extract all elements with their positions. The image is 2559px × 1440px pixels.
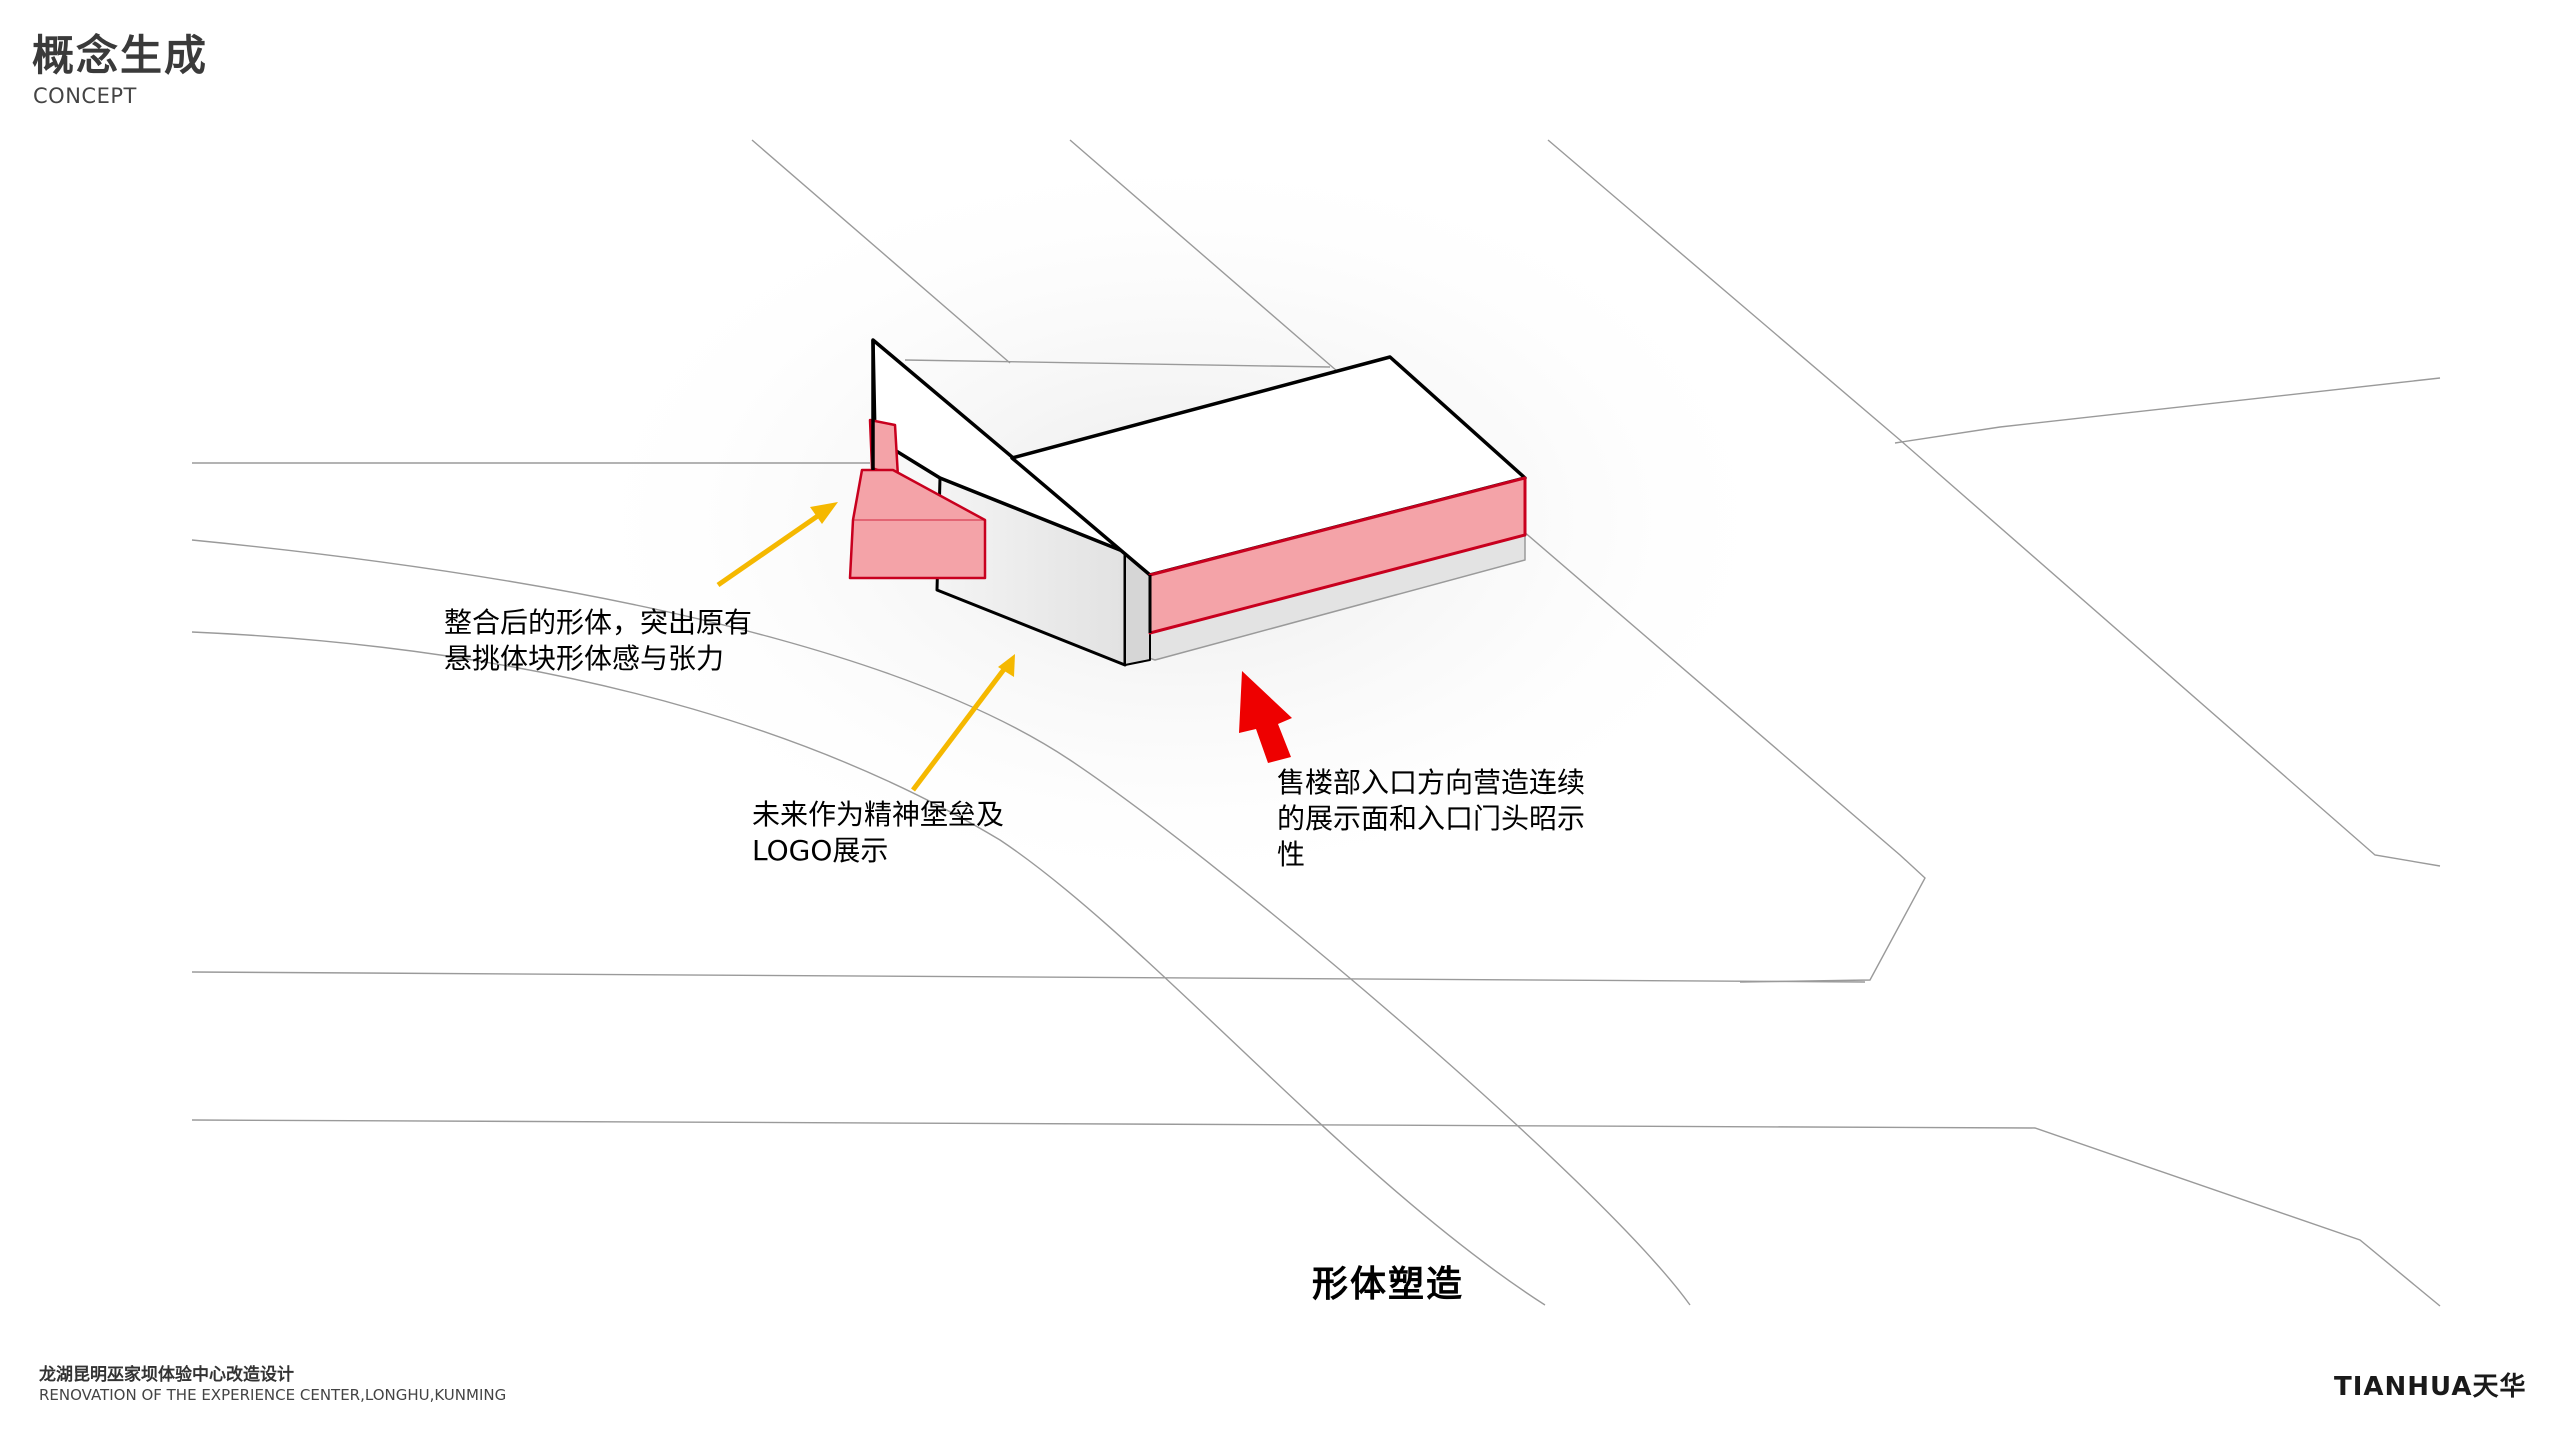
- annotation-entrance: 售楼部入口方向营造连续的展示面和入口门头昭示性: [1277, 766, 1586, 871]
- site-lines: [191, 139, 2441, 1307]
- annotation-cantilever: 整合后的形体，突出原有悬挑体块形体感与张力: [444, 606, 753, 675]
- page-subtitle: CONCEPT: [33, 84, 137, 108]
- project-name-cn: 龙湖昆明巫家坝体验中心改造设计: [39, 1365, 294, 1385]
- arrow-icon: [911, 654, 1015, 792]
- page-title: 概念生成: [32, 31, 209, 80]
- building-massing: [848, 338, 1527, 667]
- diagram-caption: 形体塑造: [1312, 1264, 1465, 1305]
- project-name-en: RENOVATION OF THE EXPERIENCE CENTER,LONG…: [39, 1386, 507, 1404]
- annotation-logo-bastion: 未来作为精神堡垒及LOGO展示: [752, 798, 1005, 867]
- arrow-icon: [716, 502, 838, 588]
- company-logo: TIANHUA天华: [2334, 1372, 2527, 1402]
- arrow-up-icon: [1239, 671, 1292, 763]
